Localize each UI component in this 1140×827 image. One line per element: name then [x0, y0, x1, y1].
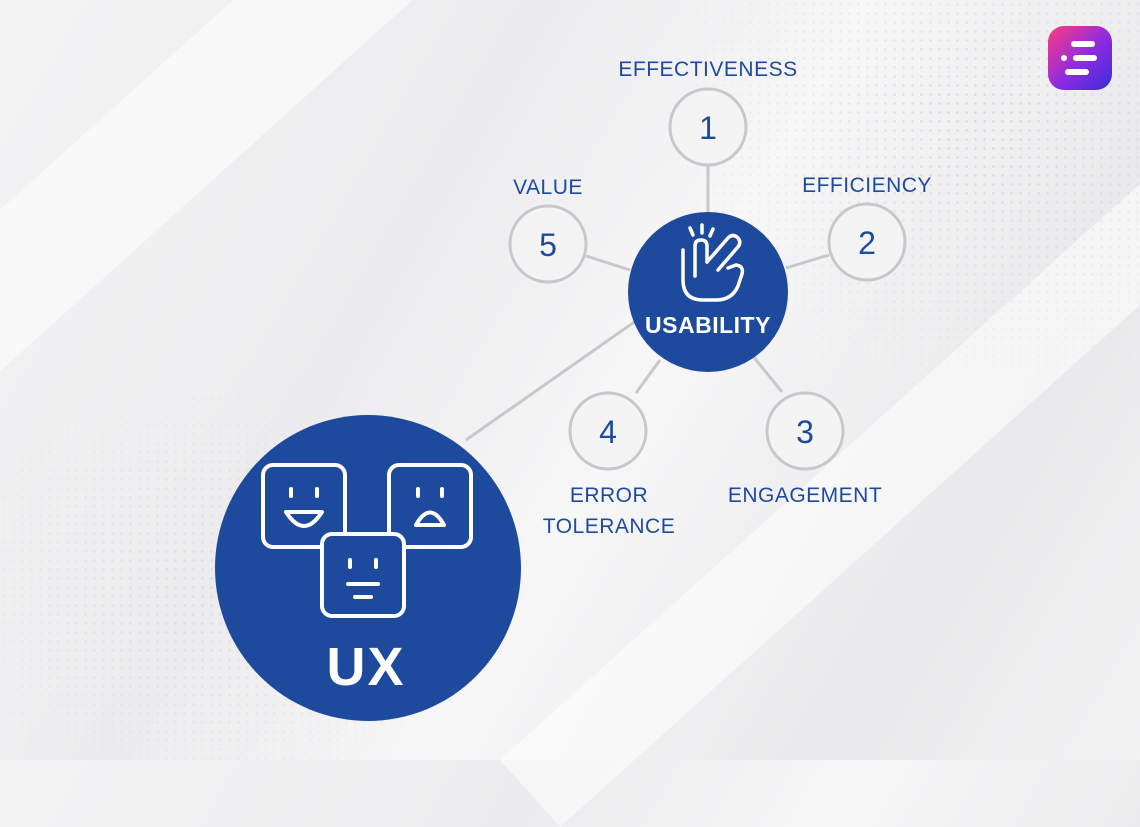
- node-circle: [508, 204, 588, 284]
- ux-label: UX: [326, 637, 405, 697]
- brand-logo-icon: [1048, 26, 1112, 90]
- connector-line: [585, 254, 631, 272]
- node-3: 3 ENGAGEMENT: [728, 391, 882, 507]
- connector-line: [634, 359, 662, 394]
- node-1: 1 EFFECTIVENESS: [618, 58, 797, 167]
- node-number: 2: [858, 225, 876, 261]
- node-2: 2 EFFICIENCY: [802, 174, 932, 282]
- node-label: ENGAGEMENT: [728, 484, 882, 507]
- node-label: EFFICIENCY: [802, 174, 932, 197]
- hub-label: USABILITY: [645, 312, 771, 338]
- node-number: 4: [599, 414, 617, 450]
- node-5: 5 VALUE: [508, 176, 588, 284]
- connector-lines: [465, 166, 830, 442]
- ux-root: UX: [215, 415, 521, 721]
- node-circle: [827, 202, 907, 282]
- neutral-face-icon: [320, 532, 406, 618]
- node-circle: [668, 87, 748, 167]
- node-4: 4 ERROR TOLERANCE: [543, 391, 675, 538]
- node-label: VALUE: [513, 176, 583, 199]
- happy-face-icon: [261, 463, 347, 549]
- usability-diagram: 1 EFFECTIVENESS 2 EFFICIENCY 3 ENGAGEMEN…: [215, 58, 932, 721]
- connector-line: [785, 253, 830, 270]
- hand-snap-icon: [681, 223, 745, 302]
- node-number: 3: [796, 414, 814, 450]
- connector-line: [465, 316, 641, 442]
- node-circle: [765, 391, 845, 471]
- connector-line: [750, 354, 784, 393]
- node-number: 1: [699, 110, 717, 146]
- node-label-line2: TOLERANCE: [543, 515, 675, 538]
- node-circle: [568, 391, 648, 471]
- node-number: 5: [539, 227, 557, 263]
- usability-hub: USABILITY: [628, 212, 788, 372]
- sad-face-icon: [387, 463, 473, 549]
- hub-circle: [628, 212, 788, 372]
- node-label-line1: ERROR: [570, 484, 648, 507]
- node-label: EFFECTIVENESS: [618, 58, 797, 81]
